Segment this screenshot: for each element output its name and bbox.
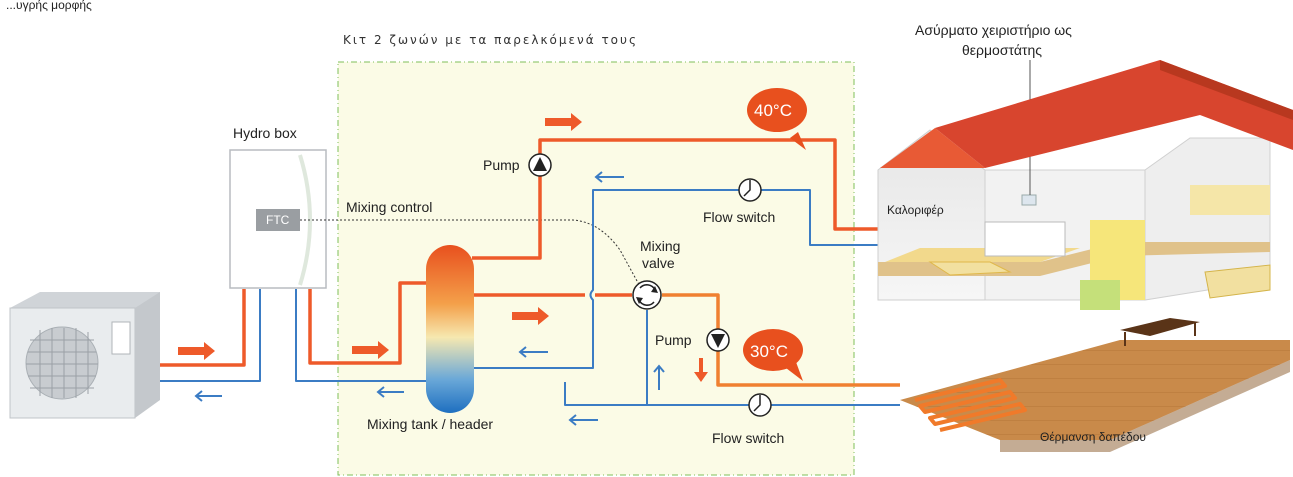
mixing-control-line [300,219,643,291]
hydro-box-label: Hydro box [233,125,297,141]
temp-bubble-high: 40°C [747,88,807,150]
mixing-tank [426,245,474,413]
hydro-box: FTC [229,149,327,289]
house [877,60,1293,452]
ftc-panel [256,209,300,231]
top-partial-text: ...υγρής μορφής [6,0,92,12]
roof [935,60,1293,168]
kit-label: Κιτ 2 ζωνών με τα παρελκόμενά τους [343,33,638,47]
pump-bottom [706,328,730,352]
thermostat-label-2: θερμοστάτης [962,42,1042,58]
flow-switch-top [738,178,762,202]
flow-switch-bottom-label: Flow switch [712,430,784,446]
flow-arrows [178,113,708,426]
outdoor-unit [9,292,160,419]
temp-low-text: 30°C [750,342,788,361]
temp-high-text: 40°C [754,101,792,120]
pump-bottom-label: Pump [655,332,692,348]
floor-heating-label: Θέρμανση δαπέδου [1040,430,1146,444]
floor-heating-coil [914,378,1027,432]
flow-switch-bottom [748,393,772,417]
cold-pipes [160,189,985,406]
mixing-valve-label-1: Mixing [640,238,680,254]
thermostat-label-1: Ασύρματο χειριστήριο ως [915,22,1072,38]
mixing-valve [632,280,662,310]
mixing-tank-label: Mixing tank / header [367,416,493,432]
temp-bubble-low: 30°C [743,329,803,381]
pump-top [528,153,552,177]
flow-switch-top-label: Flow switch [703,209,775,225]
mixing-valve-label-2: valve [642,255,675,271]
mixing-control-label: Mixing control [346,199,432,215]
radiator-label: Καλοριφέρ [887,203,944,217]
pump-top-label: Pump [483,157,520,173]
ftc-label: FTC [266,213,290,227]
